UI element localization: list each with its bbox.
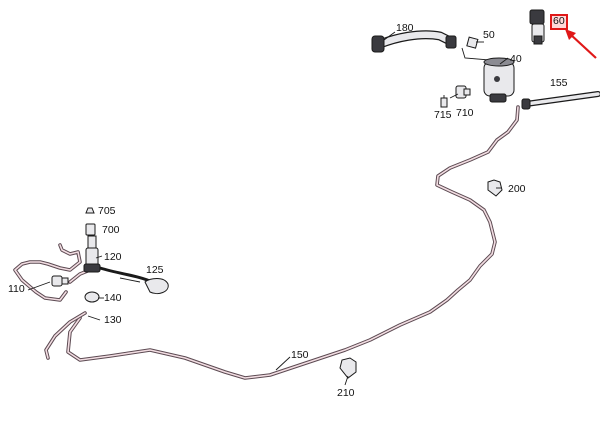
fluid-line-130	[44, 311, 87, 360]
label-200: 200	[508, 183, 526, 195]
pump-40	[461, 47, 515, 103]
pump-120	[83, 235, 101, 273]
part-50	[466, 36, 479, 49]
label-140: 140	[104, 292, 122, 304]
red-arrow-indicator	[565, 29, 597, 59]
fluid-line-150	[66, 105, 520, 380]
label-130: 130	[104, 314, 122, 326]
label-150: 150	[291, 349, 309, 361]
label-705: 705	[98, 205, 116, 217]
label-50: 50	[483, 29, 495, 41]
part-715	[440, 95, 448, 108]
hose-180	[371, 30, 457, 53]
label-700: 700	[102, 224, 120, 236]
label-210: 210	[337, 387, 355, 399]
grommet-140	[84, 291, 100, 303]
pipe-155	[521, 91, 600, 110]
label-110: 110	[8, 283, 25, 295]
fluid-line-110	[13, 243, 82, 302]
part-700	[85, 223, 96, 236]
clip-200	[487, 179, 503, 197]
label-125: 125	[146, 264, 164, 276]
plug-125	[99, 266, 169, 295]
label-60-highlighted[interactable]: 60	[550, 14, 568, 30]
label-155: 155	[550, 77, 568, 89]
clip-210	[339, 357, 357, 379]
label-710: 710	[456, 107, 474, 119]
leader-lines	[27, 31, 509, 386]
part-710	[455, 85, 471, 99]
part-705	[85, 207, 95, 214]
label-180: 180	[396, 22, 414, 34]
part-60-pump	[529, 9, 545, 45]
label-715: 715	[434, 109, 452, 121]
connector-110	[51, 275, 69, 287]
label-40: 40	[510, 53, 522, 65]
label-120: 120	[104, 251, 122, 263]
